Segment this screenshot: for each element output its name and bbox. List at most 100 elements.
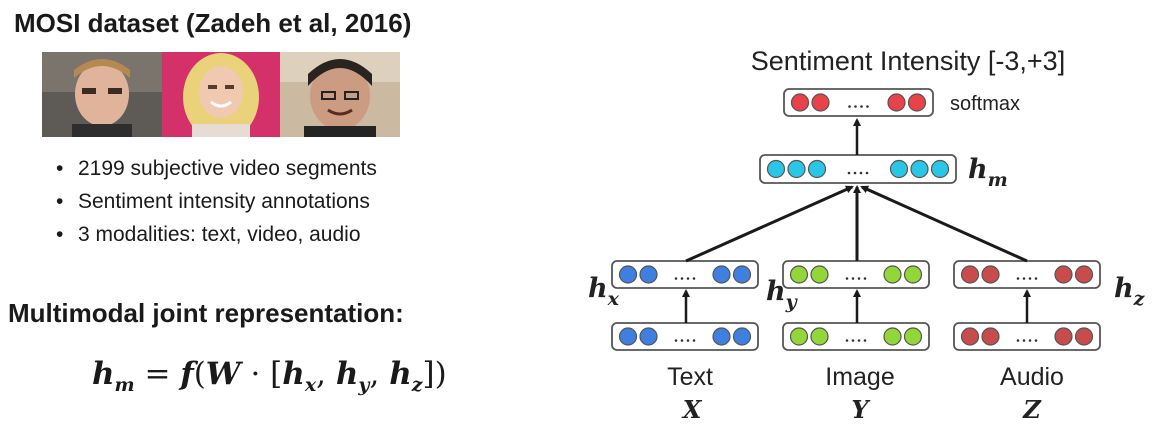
modality-name-image: Image <box>825 363 894 391</box>
image-hidden-ellipsis-dot <box>863 277 867 280</box>
neuron-group <box>618 93 1094 346</box>
bullet-item: 2199 subjective video segments <box>52 152 377 185</box>
formula-hz: h <box>389 356 412 392</box>
fusion-neuron <box>889 159 909 179</box>
image-representation-label: hy <box>766 276 799 313</box>
modality-name-text: Text <box>667 363 713 391</box>
formula-lhs-sub: m <box>114 374 135 397</box>
softmax-ellipsis-dot <box>860 105 863 108</box>
formula-dot: · [ <box>240 356 283 392</box>
text-hidden-neuron <box>712 265 731 284</box>
formula-f: f <box>180 356 194 392</box>
bullet-item: Sentiment intensity annotations <box>52 185 377 218</box>
image-input-ellipsis-dot <box>851 339 855 342</box>
audio-hidden-neuron <box>1054 265 1073 284</box>
formula-eq: = <box>134 356 181 392</box>
text-input-ellipsis-dot <box>692 339 696 342</box>
formula-hx-sub: x <box>304 374 317 397</box>
dataset-bullet-list: 2199 subjective video segments Sentiment… <box>52 152 377 251</box>
modality-name-audio: Audio <box>1000 363 1064 391</box>
text-hidden-ellipsis-dot <box>680 277 684 280</box>
audio-hidden-ellipsis-dot <box>1016 277 1020 280</box>
audio-input-neuron <box>981 327 1000 346</box>
video-frame-3 <box>280 52 400 137</box>
video-thumbnails <box>42 52 400 137</box>
modality-var-text: X <box>681 395 703 424</box>
image-input-ellipsis-dot <box>857 339 861 342</box>
text-hidden-ellipsis-dot <box>692 277 696 280</box>
image-hidden-ellipsis-dot <box>857 277 861 280</box>
fusion-ellipsis-dot <box>865 171 869 175</box>
text-hidden-neuron <box>639 265 658 284</box>
text-hidden-ellipsis-dot <box>674 277 678 280</box>
hz-sub: z <box>1133 288 1146 310</box>
fusion-ellipsis-dot <box>859 171 863 175</box>
fusion-neuron <box>910 159 929 179</box>
fusion-network-diagram: Sentiment Intensity [-3,+3] softmax hm h… <box>588 46 1146 424</box>
formula-w: W <box>205 356 241 392</box>
audio-input-neuron <box>960 327 980 346</box>
audio-representation-label: hz <box>1114 273 1146 310</box>
image-input-neuron <box>810 327 829 346</box>
hx-base: h <box>588 273 608 304</box>
fusion-neuron <box>766 159 786 179</box>
image-input-neuron <box>903 327 923 346</box>
image-hidden-ellipsis-dot <box>845 277 849 280</box>
section-subtitle: Multimodal joint representation: <box>8 298 404 328</box>
image-input-neuron <box>789 327 809 346</box>
audio-input-ellipsis-dot <box>1022 339 1026 342</box>
hy-base: h <box>766 276 786 307</box>
text-hidden-neuron <box>732 265 752 284</box>
text-input-ellipsis-dot <box>680 339 684 342</box>
text-input-neuron <box>639 327 658 346</box>
modality-var-image: Y <box>851 395 871 424</box>
fusion-neuron <box>807 159 827 179</box>
formula-open: ( <box>193 356 206 392</box>
audio-input-ellipsis-dot <box>1016 339 1020 342</box>
audio-hidden-ellipsis-dot <box>1034 277 1038 280</box>
formula-hz-sub: z <box>411 374 423 397</box>
softmax-neuron <box>790 93 810 112</box>
text-representation-label: hx <box>588 273 620 310</box>
softmax-label: softmax <box>950 93 1020 115</box>
softmax-neuron <box>887 93 906 112</box>
arrow-audio-to-fusion <box>860 185 1028 263</box>
formula-close: ]) <box>422 356 447 392</box>
image-hidden-neuron <box>883 265 902 284</box>
fusion-ellipsis-dot <box>853 171 857 175</box>
formula-lhs: h <box>92 356 115 392</box>
text-input-ellipsis-dot <box>686 339 690 342</box>
image-input-ellipsis-dot <box>845 339 849 342</box>
video-frame-2 <box>162 52 280 137</box>
fusion-neuron <box>787 159 806 179</box>
formula-hy-sub: y <box>358 374 370 397</box>
text-hidden-neuron <box>618 265 638 284</box>
audio-hidden-ellipsis-dot <box>1022 277 1026 280</box>
audio-input-ellipsis-dot <box>1034 339 1038 342</box>
arrow-text-to-fusion <box>685 185 854 263</box>
audio-input-ellipsis-dot <box>1028 339 1032 342</box>
softmax-ellipsis-dot <box>866 105 869 108</box>
bullet-item: 3 modalities: text, video, audio <box>52 218 377 251</box>
fusion-representation-label: hm <box>968 154 1008 191</box>
video-frame-1 <box>42 52 162 137</box>
text-input-neuron <box>618 327 638 346</box>
hy-sub: y <box>785 291 799 313</box>
image-input-neuron <box>883 327 902 346</box>
image-hidden-ellipsis-dot <box>851 277 855 280</box>
softmax-neuron <box>811 93 830 112</box>
formula-hx: h <box>282 356 305 392</box>
image-input-ellipsis-dot <box>863 339 867 342</box>
hm-base: h <box>968 154 988 185</box>
modality-var-audio: Z <box>1022 395 1042 424</box>
formula-comma: , <box>369 356 390 392</box>
audio-input-neuron <box>1054 327 1073 346</box>
hz-base: h <box>1114 273 1134 304</box>
formula-comma: , <box>316 356 336 392</box>
audio-hidden-neuron <box>981 265 1000 284</box>
output-label: Sentiment Intensity [-3,+3] <box>751 46 1065 76</box>
fusion-ellipsis-dot <box>847 171 851 175</box>
image-hidden-neuron <box>810 265 829 284</box>
slide-title: MOSI dataset (Zadeh et al, 2016) <box>14 8 412 38</box>
softmax-ellipsis-dot <box>854 105 857 108</box>
